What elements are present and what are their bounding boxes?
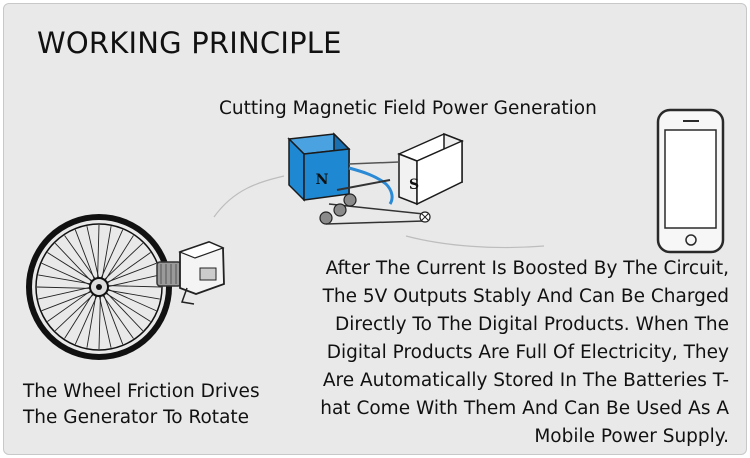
description-line: Are Automatically Stored In The Batterie…	[322, 370, 729, 391]
wheel-spoke	[64, 292, 94, 339]
wheel-spoke	[104, 235, 134, 282]
north-pole-label: N	[316, 172, 329, 188]
description-line: hat Come With Them And Can Be Used As A	[320, 398, 729, 419]
diagram-subtitle: Cutting Magnetic Field Power Generation	[219, 98, 597, 119]
wheel-spoke	[74, 294, 98, 345]
wheel-spoke	[41, 262, 92, 286]
wheel-caption: The Wheel Friction Drives The Generator …	[23, 379, 260, 431]
description-line: The 5V Outputs Stably And Can Be Charged	[322, 286, 729, 307]
south-pole-label: S	[409, 177, 419, 193]
wheel-spoke	[100, 229, 124, 280]
wheel-caption-line: The Generator To Rotate	[23, 407, 250, 428]
description-line: Mobile Power Supply.	[534, 426, 729, 447]
description-line: After The Current Is Boosted By The Circ…	[325, 258, 729, 279]
bicycle-wheel-icon	[26, 214, 172, 360]
generator-icon	[156, 241, 225, 305]
wheel-spoke	[106, 289, 160, 300]
wheel-spoke	[106, 285, 162, 288]
wheel-spoke	[97, 224, 100, 280]
wheel-spoke	[86, 294, 97, 348]
wheel-spoke	[105, 262, 157, 284]
wheel-spoke	[41, 290, 93, 312]
wheel-spoke	[106, 252, 151, 285]
wheel-spoke	[74, 229, 96, 281]
wheel-spoke	[54, 242, 93, 283]
wheel-spoke	[106, 274, 160, 288]
wheel-spoke	[101, 294, 134, 339]
wheel-spoke	[98, 294, 112, 348]
wheel-spoke	[54, 293, 95, 332]
wheel-spoke	[47, 289, 92, 322]
diagram-illustration: N S	[26, 108, 725, 360]
wheel-spoke	[38, 286, 92, 300]
description-line: Digital Products Are Full Of Electricity…	[326, 342, 729, 363]
wheel-spoke	[38, 274, 92, 285]
wheel-spoke	[105, 291, 144, 332]
description-text: After The Current Is Boosted By The Circ…	[320, 255, 729, 451]
wheel-spoke	[47, 252, 94, 282]
description-line: Directly To The Digital Products. When T…	[335, 314, 729, 335]
wheel-spoke	[64, 235, 97, 280]
wheel-spoke	[102, 293, 124, 345]
wheel-spoke	[103, 242, 144, 281]
wheel-caption-line: The Wheel Friction Drives	[23, 381, 260, 402]
wheel-spoke	[104, 292, 151, 322]
page-title: WORKING PRINCIPLE	[37, 26, 342, 60]
magnet-icon: N S	[287, 132, 464, 225]
smartphone-icon	[656, 108, 725, 254]
wheel-spoke	[106, 288, 157, 312]
wheel-spoke	[86, 226, 100, 280]
wheel-spoke	[98, 294, 101, 350]
diagram-panel: N S WORKING PRINCIPLE Cutting Mag	[3, 3, 747, 455]
wheel-spoke	[101, 226, 112, 280]
wheel-spoke	[36, 286, 92, 289]
